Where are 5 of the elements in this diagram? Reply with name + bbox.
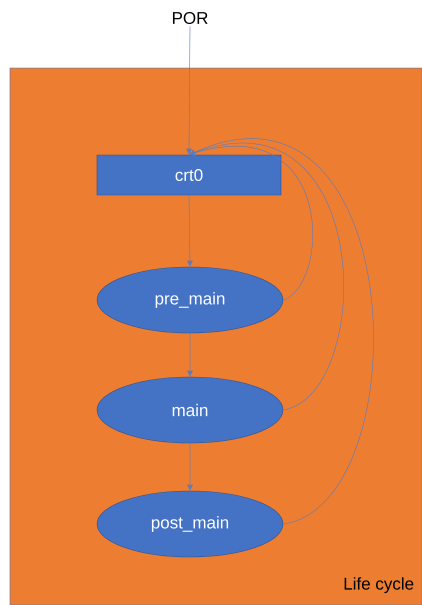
- arrow: [189, 142, 344, 410]
- process-box: crt0: [96, 154, 282, 196]
- arrow: [189, 138, 374, 524]
- input-label: POR: [172, 12, 208, 24]
- arrow: [189, 146, 313, 300]
